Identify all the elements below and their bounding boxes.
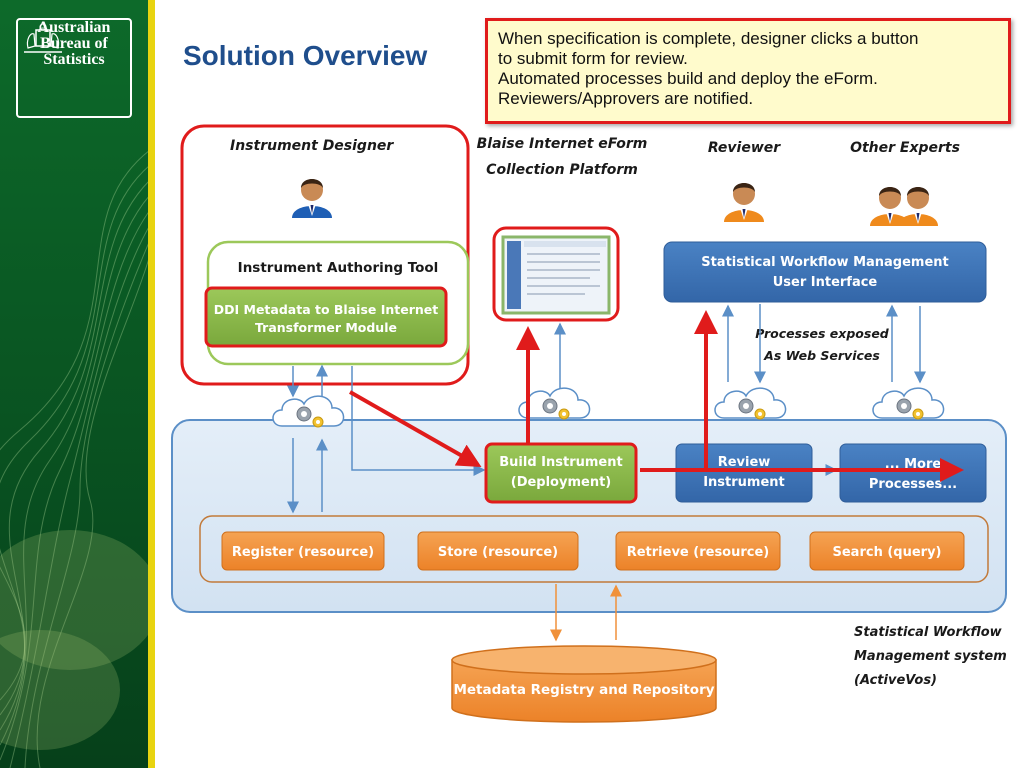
web-service-cloud-icon-3	[714, 387, 787, 420]
designer-label: Instrument Designer	[230, 138, 394, 154]
system-note-line-2: Management system	[854, 649, 1007, 664]
more-processes-box	[839, 443, 987, 503]
sidebar-panel: Australian Bureau of Statistics	[0, 0, 150, 768]
system-note-line-3: (ActiveVos)	[854, 673, 937, 688]
callout-line-2: to submit form for review.	[498, 49, 688, 68]
coat-of-arms-icon	[24, 23, 62, 53]
workflow-diagram: Instrument Designer Instrument Authoring…	[171, 124, 1007, 723]
sidebar-wave-pattern	[0, 0, 150, 768]
logo-line-1: Australian	[37, 19, 111, 36]
blue-connector-arrows	[287, 304, 926, 514]
review-instrument-box	[675, 443, 813, 503]
experts-label: Other Experts	[850, 140, 960, 156]
reviewer-person-icon	[724, 183, 764, 222]
retrieve-resource-button	[615, 531, 781, 571]
web-service-cloud-icon-4	[872, 387, 945, 420]
transformer-label-line-2: Transformer Module	[255, 320, 397, 335]
swm-ui-label-line-1: Statistical Workflow Management	[701, 255, 949, 270]
platform-label-line-2: Collection Platform	[486, 162, 638, 178]
callout-line-3: Automated processes build and deploy the…	[498, 69, 878, 88]
page-title: Solution Overview	[183, 40, 428, 71]
swm-user-interface-box	[663, 241, 987, 303]
review-label-line-1: Review	[718, 455, 771, 470]
authoring-tool-label: Instrument Authoring Tool	[238, 260, 439, 276]
build-label-line-2: (Deployment)	[511, 475, 612, 490]
metadata-repository-cylinder	[451, 645, 717, 723]
search-query-button	[809, 531, 965, 571]
build-instrument-box	[484, 442, 638, 504]
sidebar-accent-stripe	[148, 0, 155, 768]
review-label-line-2: Instrument	[703, 475, 785, 490]
callout-line-1: When specification is complete, designer…	[498, 29, 919, 48]
web-service-cloud-icon-1	[272, 395, 345, 428]
callout-line-4: Reviewers/Approvers are notified.	[498, 89, 754, 108]
abs-logo: Australian Bureau of Statistics	[16, 18, 132, 118]
transformer-module-box	[204, 286, 448, 348]
reviewer-label: Reviewer	[708, 140, 781, 156]
transformer-label-line-1: DDI Metadata to Blaise Internet	[214, 302, 438, 317]
logo-line-3: Statistics	[43, 51, 105, 68]
red-flow-arrows	[349, 310, 964, 482]
more-label-line-2: Processes...	[869, 477, 957, 492]
repository-connector-arrows	[550, 584, 622, 642]
register-label: Register (resource)	[232, 545, 374, 560]
repository-services-row	[199, 515, 989, 583]
build-label-line-1: Build Instrument	[499, 455, 622, 470]
search-label: Search (query)	[833, 545, 942, 560]
eform-screenshot-thumbnail	[501, 235, 611, 315]
store-resource-button	[417, 531, 579, 571]
retrieve-label: Retrieve (resource)	[627, 545, 770, 560]
expert-person-icon-2	[898, 187, 938, 226]
store-label: Store (resource)	[438, 545, 558, 560]
web-services-note-line-2: As Web Services	[763, 348, 880, 363]
platform-label-line-1: Blaise Internet eForm	[477, 136, 648, 152]
repository-label: Metadata Registry and Repository	[453, 682, 714, 698]
register-resource-button	[221, 531, 385, 571]
callout-note: When specification is complete, designer…	[485, 18, 1011, 124]
web-services-note-line-1: Processes exposed	[755, 326, 890, 341]
system-note-line-1: Statistical Workflow	[854, 625, 1003, 640]
swm-ui-label-line-2: User Interface	[773, 275, 878, 290]
